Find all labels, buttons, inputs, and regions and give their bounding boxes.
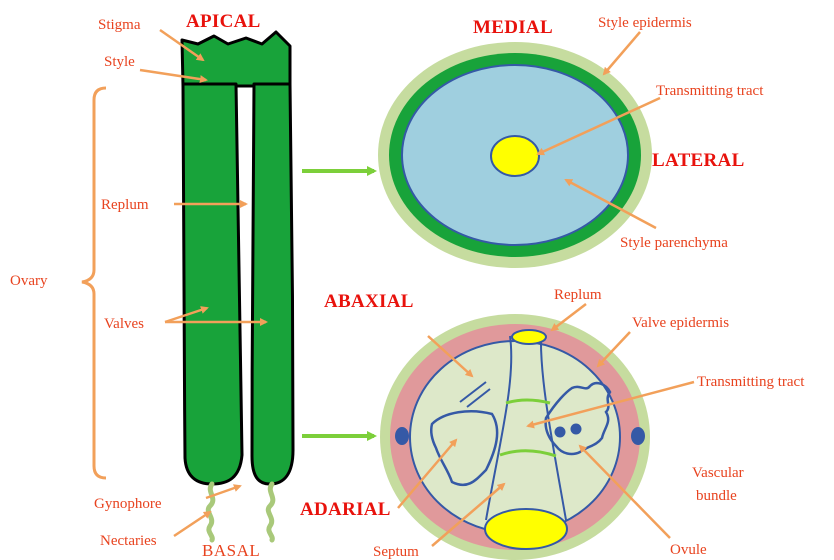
left-valve — [183, 84, 242, 484]
apical-header: APICAL — [186, 11, 261, 32]
nectary-right — [268, 484, 273, 540]
valve-epidermis-label: Valve epidermis — [632, 315, 729, 331]
transmitting-tract-bottom-label: Transmitting tract — [697, 374, 805, 390]
style-epidermis-label: Style epidermis — [598, 15, 692, 31]
vascular-label-line1: Vascular — [692, 465, 744, 481]
transmitting-tract-core — [491, 136, 539, 176]
basal-header: BASAL — [202, 541, 260, 560]
stigma-label: Stigma — [98, 17, 141, 33]
ovary-cross-section — [380, 314, 650, 560]
vascular-label-line2: bundle — [696, 488, 737, 504]
style-label: Style — [104, 54, 135, 70]
ovary-inner — [410, 341, 620, 533]
replum-cross-label: Replum — [554, 287, 602, 303]
silique-longitudinal — [182, 32, 293, 540]
vascular-bundle-right — [631, 427, 645, 445]
abaxial-header: ABAXIAL — [324, 291, 414, 312]
medial-header: MEDIAL — [473, 17, 553, 38]
replum-gap — [238, 88, 251, 100]
replum-bottom — [485, 509, 567, 549]
replum-top — [512, 330, 546, 344]
nectaries-label: Nectaries — [100, 533, 157, 549]
valves-label: Valves — [104, 316, 144, 332]
transmitting-tract-top-label: Transmitting tract — [656, 83, 764, 99]
gynophore-label: Gynophore — [94, 496, 162, 512]
right-valve — [252, 84, 293, 484]
adarial-header: ADARIAL — [300, 499, 391, 520]
septum-label: Septum — [373, 544, 419, 560]
arrow-style-epidermis — [604, 32, 640, 74]
ovule-dot-1 — [555, 427, 566, 438]
ovary-label: Ovary — [10, 273, 48, 289]
ovule-dot-2 — [571, 424, 582, 435]
ovary-bracket — [82, 88, 106, 478]
style-cross-section — [378, 42, 652, 268]
style-parenchyma-label: Style parenchyma — [620, 235, 728, 251]
arrow-nectaries — [174, 512, 210, 536]
vascular-bundle-left — [395, 427, 409, 445]
ovule-label: Ovule — [670, 542, 707, 558]
replum-label: Replum — [101, 197, 149, 213]
lateral-header: LATERAL — [652, 150, 745, 171]
